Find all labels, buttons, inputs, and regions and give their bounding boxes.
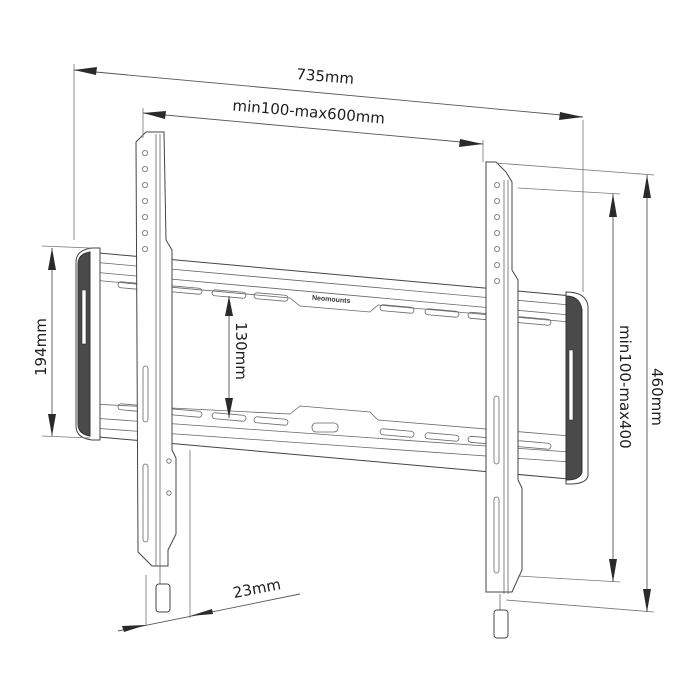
brand-logo: Neomounts [312,295,351,305]
right-vertical-arm [485,161,523,639]
dimension-vesa-width: min100-max600mm [142,96,484,162]
left-end-cap [75,247,101,441]
left-arm-holes [141,149,148,252]
svg-text:460mm: 460mm [648,368,666,426]
svg-text:130mm: 130mm [232,322,250,380]
right-end-cap [565,291,589,485]
dimension-vesa-height: min100-max400 [517,187,634,583]
dimension-overall-height: 460mm [495,162,666,613]
dimension-overall-width: 735mm [73,64,584,292]
center-level-slot [311,422,339,433]
right-release-handle [493,609,509,639]
left-release-handle [155,583,171,613]
left-vertical-arm [135,131,177,613]
right-arm-holes [493,181,500,284]
dimension-rail-spacing: 130mm [225,296,250,418]
svg-text:min100-max400: min100-max400 [616,325,634,449]
svg-text:735mm: 735mm [296,65,355,88]
svg-text:194mm: 194mm [32,318,50,376]
svg-text:23mm: 23mm [231,575,282,602]
dimension-rail-height: 194mm [32,245,91,439]
